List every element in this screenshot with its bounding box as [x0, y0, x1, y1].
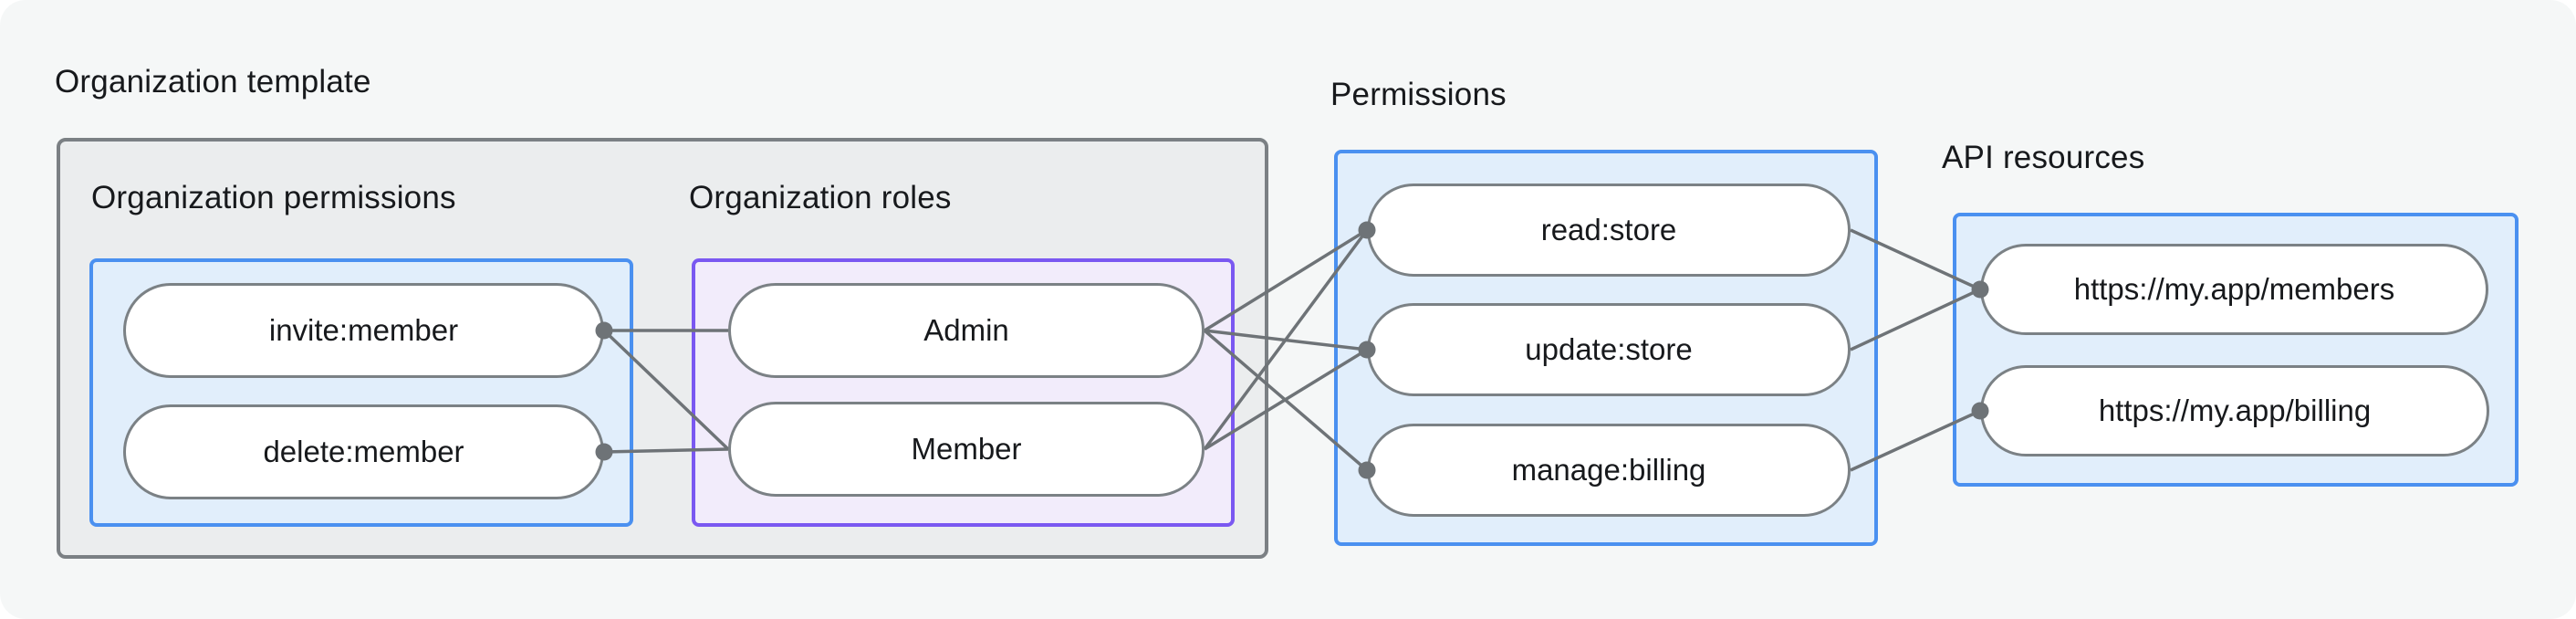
pill-delete-member: delete:member — [123, 404, 604, 499]
org-permissions-title: Organization permissions — [91, 180, 456, 215]
pill-read-store-label: read:store — [1540, 213, 1677, 247]
pill-update-store: update:store — [1367, 303, 1851, 396]
pill-api-billing-label: https://my.app/billing — [2098, 393, 2372, 427]
pill-member-label: Member — [911, 432, 1022, 466]
pill-member: Member — [728, 402, 1205, 497]
pill-admin-label: Admin — [923, 313, 1009, 347]
pill-update-store-label: update:store — [1525, 332, 1693, 366]
api-resources-title: API resources — [1942, 140, 2145, 175]
pill-delete-member-label: delete:member — [263, 435, 464, 468]
pill-manage-billing: manage:billing — [1367, 424, 1851, 517]
pill-admin: Admin — [728, 283, 1205, 378]
org-template-title: Organization template — [55, 64, 371, 100]
pill-read-store: read:store — [1367, 184, 1851, 277]
pill-invite-member-label: invite:member — [268, 313, 459, 347]
permissions-title: Permissions — [1330, 77, 1507, 112]
pill-invite-member: invite:member — [123, 283, 604, 378]
pill-manage-billing-label: manage:billing — [1511, 453, 1706, 487]
pill-api-billing: https://my.app/billing — [1980, 365, 2489, 456]
org-roles-title: Organization roles — [689, 180, 952, 215]
pill-api-members: https://my.app/members — [1980, 244, 2488, 335]
pill-api-members-label: https://my.app/members — [2073, 272, 2395, 306]
